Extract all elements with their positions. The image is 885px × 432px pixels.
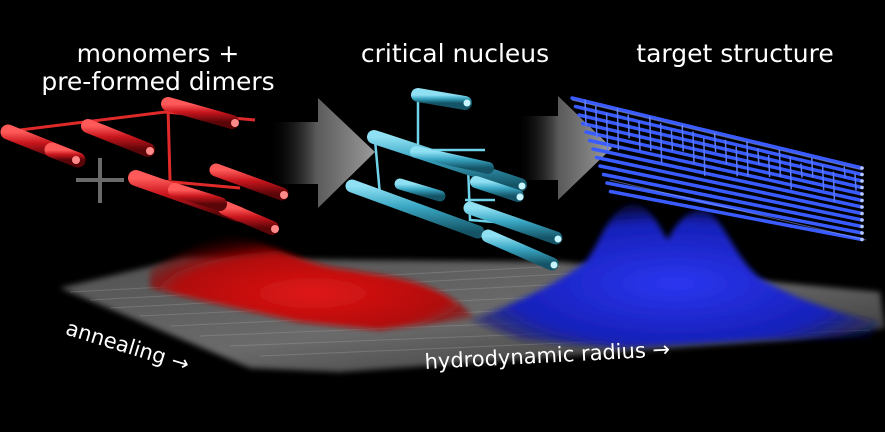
lattice-rod-end: [860, 218, 864, 222]
target-lattice: [570, 96, 864, 242]
lattice-rod-end: [860, 166, 864, 170]
lattice-rod-end: [860, 179, 864, 183]
lattice-rod: [587, 138, 864, 203]
lattice-rod: [594, 155, 864, 216]
lattice-link: [659, 122, 663, 164]
lattice-link: [800, 163, 803, 178]
plus-sign: [76, 158, 124, 203]
lattice-link: [854, 173, 857, 191]
lattice-rod-end: [860, 185, 864, 190]
nucleus-rods: [345, 88, 563, 271]
label-critical-nucleus: critical nucleus: [360, 39, 550, 68]
lattice-link: [735, 146, 738, 177]
lattice-link: [670, 129, 674, 152]
lattice-link: [724, 139, 728, 165]
lattice-link: [627, 114, 630, 139]
lattice-link: [616, 107, 620, 151]
lattice-highlights: [571, 99, 867, 241]
lattice-link: [703, 138, 706, 176]
lattice-link: [649, 116, 652, 151]
lattice-rod-end: [860, 205, 864, 209]
label-monomers: monomers +: [76, 39, 240, 68]
lattice-link: [789, 156, 792, 190]
lattice-link: [595, 106, 598, 138]
label-target-structure: target structure: [636, 39, 834, 68]
lattice-rod-end: [860, 211, 864, 216]
lattice-rod: [591, 147, 864, 209]
lattice-rod-end: [860, 198, 864, 203]
lattice-link: [778, 149, 782, 178]
lattice-rod-end: [860, 172, 864, 177]
lattice-link: [821, 164, 825, 191]
red-peak-surface: [150, 238, 475, 330]
lattice-rod: [570, 96, 864, 170]
label-dimers: pre-formed dimers: [41, 67, 275, 96]
lattice-link: [605, 112, 609, 151]
blue-peak-surface: [470, 204, 880, 348]
arrow-1: [268, 98, 375, 208]
lattice-link: [757, 148, 760, 165]
lattice-rod: [608, 189, 864, 242]
lattice-link: [746, 141, 749, 177]
lattice-rod: [577, 113, 864, 183]
lattice-rod-end: [860, 231, 864, 235]
lattice-link: [638, 121, 641, 151]
arrow-2: [515, 96, 612, 200]
lattice-rod: [573, 104, 864, 177]
lattice-rod-end: [860, 192, 864, 196]
lattice-link: [832, 171, 836, 203]
surface-plot: [60, 204, 885, 372]
lattice-link: [843, 166, 846, 179]
lattice-rod: [601, 172, 864, 229]
lattice-rod: [584, 130, 864, 196]
lattice-rod: [605, 181, 864, 235]
lattice-link: [584, 99, 587, 126]
lattice-link: [767, 154, 771, 178]
lattice-rod-end: [860, 224, 864, 229]
lattice-link: [681, 124, 684, 152]
lattice-rod: [598, 164, 864, 222]
lattice-link: [811, 158, 814, 178]
lattice-link: [713, 132, 717, 153]
lattice-link: [692, 131, 695, 164]
monomer-dimer-rods: [0, 97, 289, 235]
